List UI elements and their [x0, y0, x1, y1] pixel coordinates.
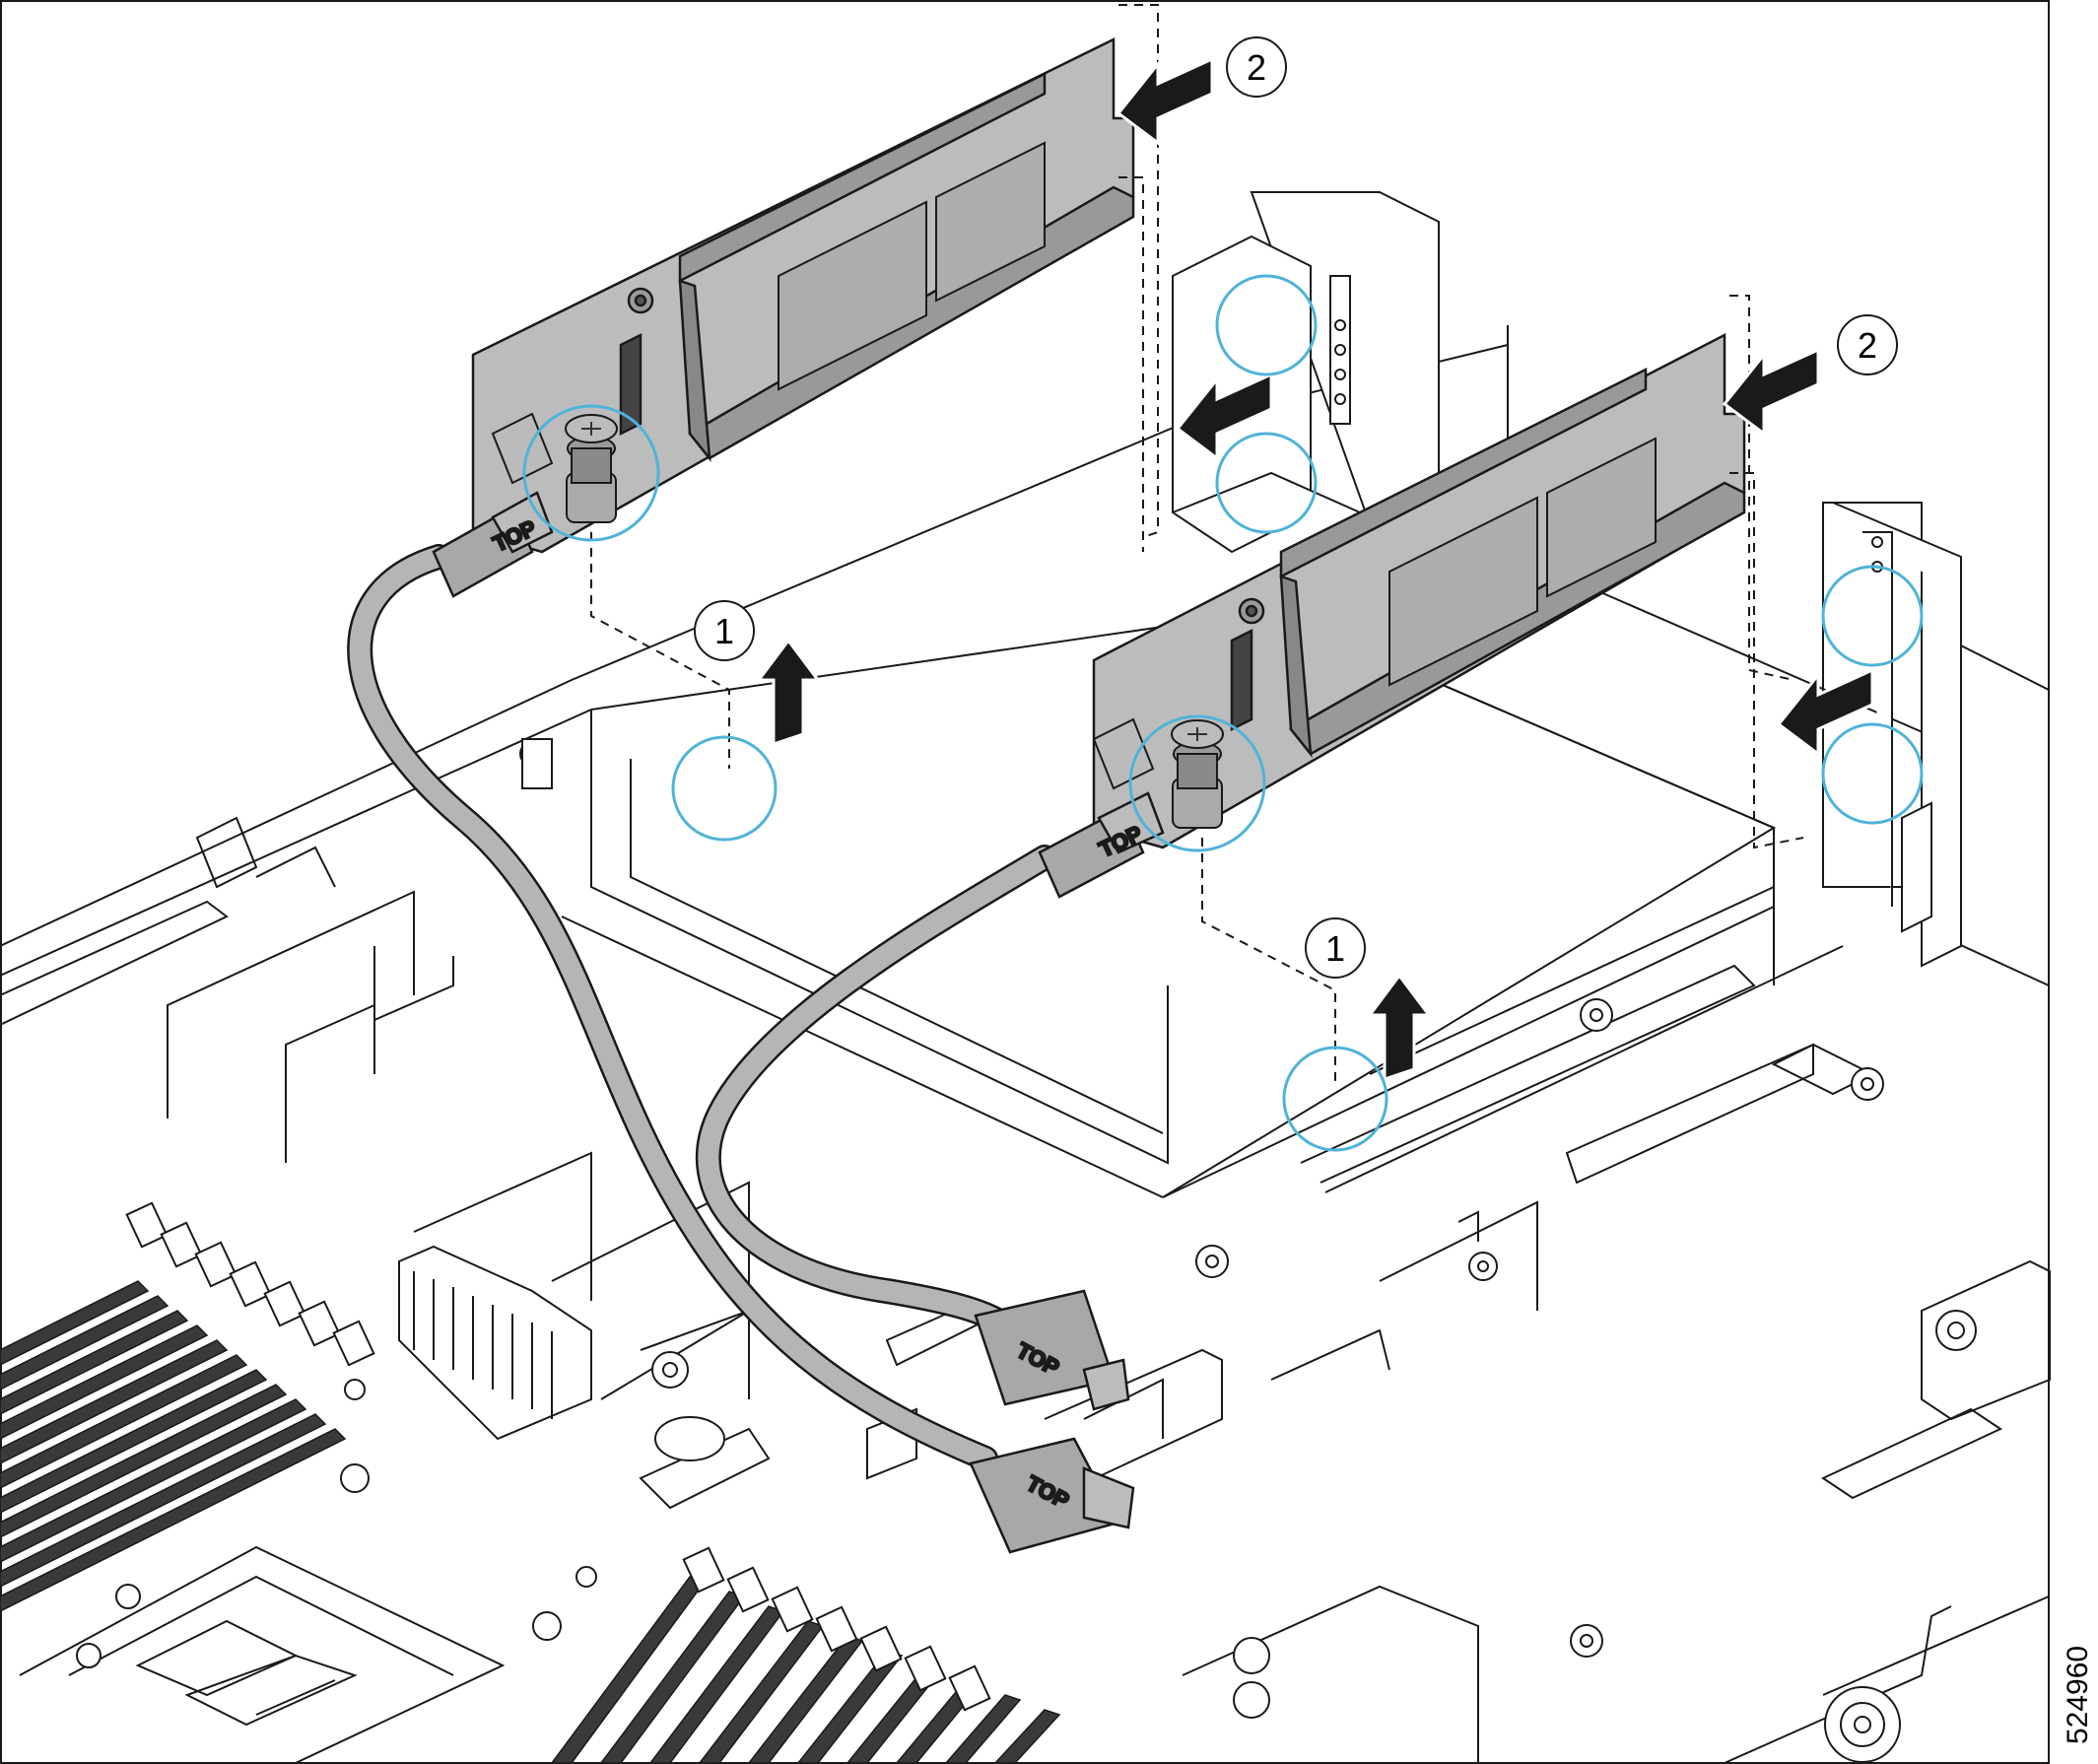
- highlight-standoff-right: [1282, 1046, 1388, 1152]
- cable-connector-board-lower: TOP: [969, 1437, 1135, 1554]
- arrow-push-left-top: [1116, 56, 1214, 146]
- arrows: [756, 56, 1874, 1082]
- callout-2-top-right: 2: [1837, 314, 1898, 375]
- callout-2-top-right-text: 2: [1858, 325, 1877, 366]
- arrow-push-right-top: [1722, 347, 1820, 437]
- highlight-cage-slot-right-top: [1821, 565, 1924, 667]
- riser-card-right: [1092, 332, 1746, 849]
- guide-lines: [590, 4, 1804, 1084]
- cable-connector-right-top: TOP: [1038, 791, 1165, 899]
- highlight-standoff-left: [671, 735, 778, 842]
- dimm-slots-left: [0, 1280, 347, 1612]
- figure-frame: [0, 0, 2050, 1764]
- highlight-thumbscrew-right: [1128, 714, 1266, 852]
- thumbscrew-right: [1092, 717, 1224, 829]
- arrow-lift-left: [756, 638, 821, 747]
- dimm-latches-left: [125, 1201, 375, 1367]
- cpu-socket: [19, 1545, 506, 1764]
- arrow-push-right-lower: [1776, 667, 1874, 757]
- cable-left: [347, 544, 998, 1471]
- thumbscrew-left: [491, 412, 618, 523]
- callout-1-mid-left-text: 1: [714, 611, 734, 651]
- callout-1-mid-right-text: 1: [1325, 928, 1345, 969]
- figure-id: 524960: [2062, 1646, 2094, 1744]
- standoffs: [76, 738, 1977, 1763]
- callout-2-top-left-text: 2: [1247, 47, 1266, 88]
- arrow-lift-right: [1367, 973, 1432, 1082]
- cable-connector-board-upper: TOP: [974, 1289, 1130, 1411]
- heatsink: [398, 1245, 592, 1441]
- highlight-thumbscrew-left: [522, 404, 660, 542]
- callout-1-mid-left: 1: [694, 600, 755, 661]
- callout-2-top-left: 2: [1226, 36, 1287, 98]
- dimm-slots-bottom: [550, 1576, 1061, 1764]
- highlight-cage-slot-right-bottom: [1821, 722, 1924, 825]
- dimm-latches-bottom: [682, 1546, 991, 1712]
- highlight-cage-slot-top: [1215, 274, 1318, 376]
- cable-right: [695, 845, 1057, 1338]
- cable-connector-left-top: TOP: [432, 491, 554, 598]
- highlight-circles: [522, 274, 1924, 1152]
- callout-1-mid-right: 1: [1305, 917, 1366, 979]
- highlight-cage-slot-mid: [1215, 432, 1318, 534]
- arrow-push-mid-cage: [1175, 372, 1273, 461]
